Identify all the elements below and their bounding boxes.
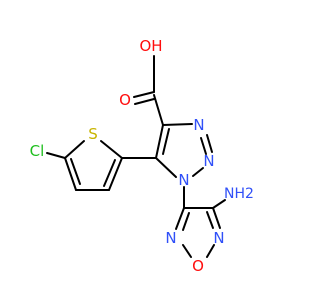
bond-n1-c5 <box>155 157 177 178</box>
atom-labels: OH O N N N S Cl NH2 N N O <box>30 37 254 275</box>
bond-ox-c4-n-right-double <box>206 211 214 229</box>
bond-th-c4-c5 <box>64 157 77 191</box>
structure-diagram: OH O N N N S Cl NH2 N N O <box>30 37 254 275</box>
bond-ox-o-n-left <box>182 244 192 258</box>
bond-th-c5-s <box>64 140 85 159</box>
bond-ox-c4-n-right <box>212 207 221 229</box>
bond-c5-c4 <box>155 124 164 159</box>
bond-n3-n2-double <box>200 137 207 155</box>
bond-th-c2-c3-double <box>103 159 116 187</box>
bond-c4-cooh <box>153 94 164 126</box>
label-oxadiazole-n-right: N <box>213 229 224 247</box>
bond-cooh-c-o-a <box>133 91 155 98</box>
bond-th-c4-c5-double <box>70 158 81 185</box>
bond-cooh-c-o-b <box>134 98 155 105</box>
bond-ox-n-left-c3 <box>175 207 185 230</box>
bond-ox-n-right-o <box>206 244 215 258</box>
label-triazole-n3: N <box>193 116 204 134</box>
bond-c4-n3 <box>162 123 193 126</box>
label-carboxyl-oh: OH <box>139 37 162 55</box>
label-amino: NH2 <box>224 186 254 202</box>
bonds <box>46 55 226 258</box>
bond-c5-c4-double <box>162 128 170 155</box>
bond-ox-c4-amino <box>212 199 226 209</box>
label-oxadiazole-n-left: N <box>165 229 176 247</box>
label-triazole-n2: N <box>203 152 214 170</box>
label-chloro: Cl <box>30 142 45 160</box>
bond-th-c2-c3 <box>108 157 123 191</box>
bond-n3-n2 <box>206 134 213 153</box>
label-triazole-n1: N <box>178 171 189 189</box>
label-carbonyl-o: O <box>119 91 131 109</box>
label-oxadiazole-o: O <box>192 257 204 275</box>
label-thiophene-s: S <box>88 125 98 143</box>
bond-n2-n1 <box>192 167 204 177</box>
bond-th-c5-cl <box>46 152 66 159</box>
bond-th-s-c2 <box>100 140 123 159</box>
bond-ox-n-left-c3-double <box>182 212 190 231</box>
